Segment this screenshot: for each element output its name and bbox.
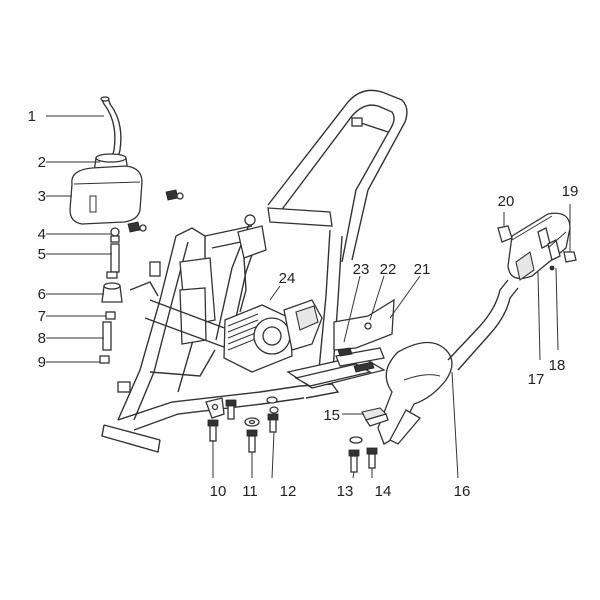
callout-9: 9 xyxy=(38,354,46,371)
callout-11: 11 xyxy=(242,483,258,500)
callout-14: 14 xyxy=(375,483,392,500)
callout-13: 13 xyxy=(337,483,354,500)
callout-23: 23 xyxy=(353,261,370,278)
callout-24: 24 xyxy=(279,270,296,287)
callout-10: 10 xyxy=(210,483,227,500)
fuel-line-parts xyxy=(99,227,123,364)
callout-2: 2 xyxy=(38,154,46,171)
cylinder-fins xyxy=(227,313,259,351)
callout-19: 19 xyxy=(562,183,579,200)
fuel-system xyxy=(69,96,184,233)
callout-17: 17 xyxy=(528,371,545,388)
callout-16: 16 xyxy=(454,483,471,500)
bolts xyxy=(205,396,378,473)
leader-lines xyxy=(46,115,571,479)
callout-7: 7 xyxy=(38,308,46,325)
callout-6: 6 xyxy=(38,286,46,303)
callout-15: 15 xyxy=(323,407,340,424)
callout-4: 4 xyxy=(38,226,46,243)
callout-1: 1 xyxy=(28,108,36,125)
exhaust-system xyxy=(361,212,577,445)
callout-21: 21 xyxy=(414,261,431,278)
callout-labels: 1 2 3 4 5 6 7 8 9 10 11 12 13 14 15 16 1… xyxy=(28,108,579,500)
frame xyxy=(101,89,408,453)
callout-22: 22 xyxy=(380,261,397,278)
callout-18: 18 xyxy=(549,357,566,374)
callout-3: 3 xyxy=(38,188,46,205)
callout-20: 20 xyxy=(498,193,515,210)
engine xyxy=(223,214,323,373)
callout-5: 5 xyxy=(38,246,46,263)
callout-12: 12 xyxy=(280,483,297,500)
callout-8: 8 xyxy=(38,330,46,347)
